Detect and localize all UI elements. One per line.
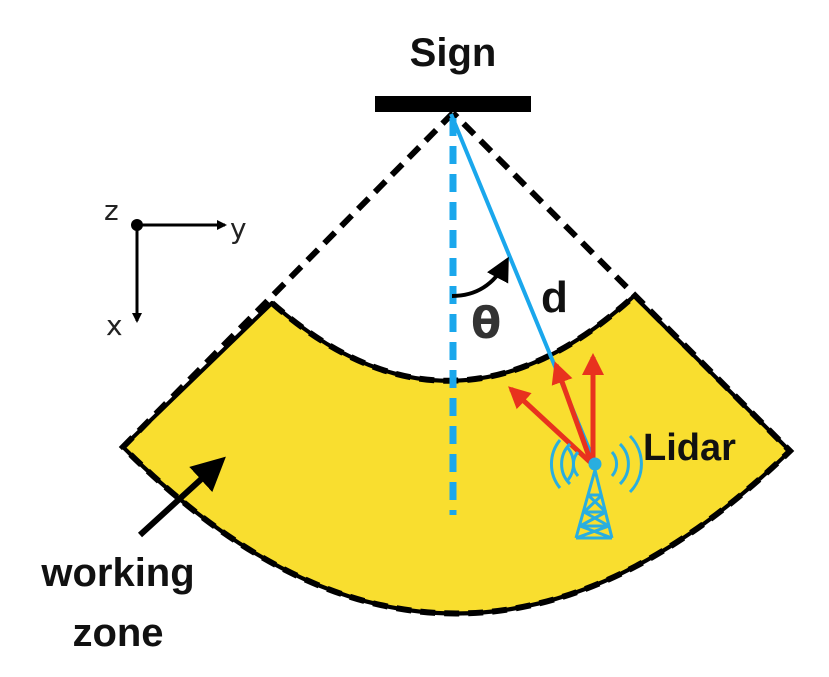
signal-arrow-middle — [551, 361, 594, 463]
lidar-label: Lidar — [643, 427, 736, 469]
z-axis-label: z — [104, 194, 119, 227]
y-axis-label: y — [230, 212, 247, 245]
signal-arrow-left — [508, 386, 592, 464]
lidar-tower-icon — [550, 434, 643, 540]
theta-arc — [451, 256, 509, 298]
working-zone-pointer — [137, 456, 226, 538]
x-axis-label: x — [106, 309, 123, 342]
distance-label: d — [541, 273, 568, 322]
theta-label: θ — [471, 298, 501, 349]
field-of-view-boundary — [118, 110, 795, 617]
coordinate-axes: z y x — [104, 194, 247, 342]
working-zone-label-line2: zone — [72, 611, 163, 655]
working-zone-label-line1: working — [40, 551, 194, 595]
sign-board — [375, 96, 531, 112]
sign-label: Sign — [410, 31, 497, 75]
